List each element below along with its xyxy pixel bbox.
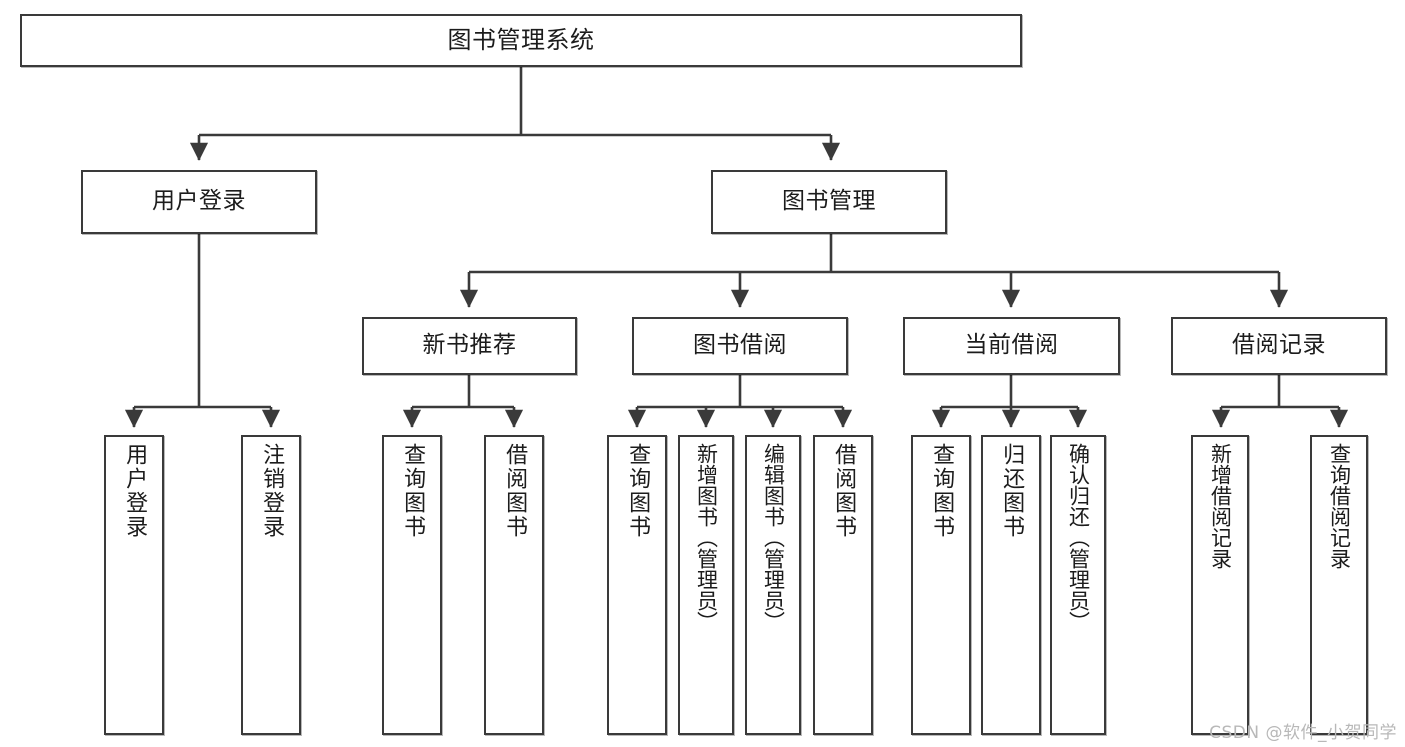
leaf-query-borrow-record[interactable]: 查询借阅记录 (1310, 435, 1368, 735)
node-label: 借阅记录 (1232, 332, 1326, 359)
leaf-query-books-recommend[interactable]: 查询图书 (382, 435, 442, 735)
leaf-borrow-books[interactable]: 借阅图书 (813, 435, 873, 735)
node-root-system[interactable]: 图书管理系统 (20, 14, 1022, 67)
node-user-login[interactable]: 用户登录 (81, 170, 317, 234)
node-label: 查询借阅记录 (1327, 443, 1352, 569)
node-book-borrow[interactable]: 图书借阅 (632, 317, 848, 375)
node-label: 查询图书 (400, 443, 426, 539)
node-label: 图书管理系统 (447, 26, 595, 55)
leaf-confirm-return-admin[interactable]: 确认归还（管理员） (1050, 435, 1106, 735)
leaf-return-books[interactable]: 归还图书 (981, 435, 1041, 735)
node-label: 图书管理 (782, 188, 876, 215)
node-label: 确认归还（管理员） (1066, 443, 1091, 632)
leaf-borrow-books-recommend[interactable]: 借阅图书 (484, 435, 544, 735)
node-label: 新增借阅记录 (1208, 443, 1233, 569)
node-book-management[interactable]: 图书管理 (711, 170, 947, 234)
node-label: 借阅图书 (502, 443, 528, 539)
leaf-add-book-admin[interactable]: 新增图书（管理员） (678, 435, 734, 735)
node-label: 当前借阅 (964, 332, 1059, 359)
leaf-edit-book-admin[interactable]: 编辑图书（管理员） (745, 435, 801, 735)
node-label: 用户登录 (152, 188, 246, 215)
node-borrow-record[interactable]: 借阅记录 (1171, 317, 1387, 375)
leaf-user-logout[interactable]: 注销登录 (241, 435, 301, 735)
leaf-add-borrow-record[interactable]: 新增借阅记录 (1191, 435, 1249, 735)
node-label: 查询图书 (929, 443, 955, 539)
node-label: 图书借阅 (693, 332, 787, 359)
node-current-borrow[interactable]: 当前借阅 (903, 317, 1120, 375)
node-label: 借阅图书 (831, 443, 857, 539)
watermark: CSDN @软件_小贺同学 (1209, 723, 1397, 743)
node-label: 用户登录 (122, 443, 148, 539)
node-label: 归还图书 (999, 443, 1025, 539)
leaf-query-books-borrow[interactable]: 查询图书 (607, 435, 667, 735)
node-new-book-recommend[interactable]: 新书推荐 (362, 317, 577, 375)
node-label: 查询图书 (625, 443, 651, 539)
leaf-query-books-current[interactable]: 查询图书 (911, 435, 971, 735)
leaf-user-login[interactable]: 用户登录 (104, 435, 164, 735)
node-label: 注销登录 (259, 443, 285, 539)
node-label: 新增图书（管理员） (694, 443, 719, 632)
node-label: 新书推荐 (422, 332, 517, 359)
node-label: 编辑图书（管理员） (761, 443, 786, 632)
